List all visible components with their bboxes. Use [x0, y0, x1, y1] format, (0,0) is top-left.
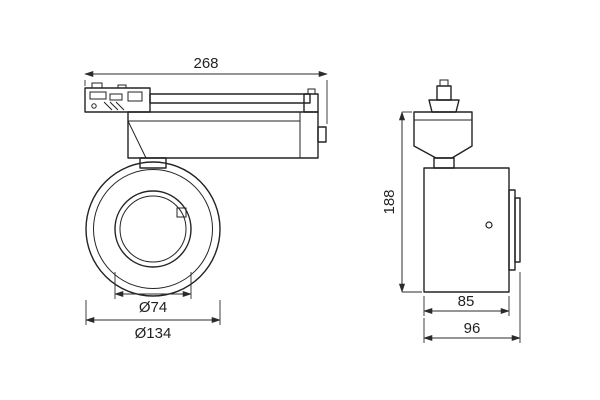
side-view: 268 Ø74 Ø134	[84, 55, 328, 342]
track-adapter-side	[84, 82, 151, 113]
dimension-overall-height: 188	[381, 111, 422, 293]
dim-label-overall-height: 188	[381, 189, 398, 214]
housing-side	[127, 111, 327, 159]
dimension-outer-diameter: Ø134	[85, 300, 221, 342]
track-plug-front	[428, 79, 460, 113]
housing-front	[423, 167, 521, 293]
rail-side	[149, 93, 311, 104]
dimension-body-width: 85	[423, 293, 510, 316]
lamp-head-front-face	[85, 161, 221, 297]
dim-label-overall-width: 96	[464, 320, 481, 337]
dim-label-outer-diameter: Ø134	[135, 325, 172, 342]
dimension-overall-length: 268	[84, 55, 328, 124]
side-knob	[317, 126, 327, 143]
dim-label-overall-length: 268	[193, 55, 218, 72]
bezel-ring-inner	[514, 197, 521, 263]
adapter-bracket-front	[413, 111, 473, 159]
bezel-tab-detail	[176, 207, 187, 218]
end-bracket-side	[303, 88, 319, 113]
dimension-overall-width: 96	[423, 272, 521, 343]
dim-label-body-width: 85	[458, 293, 475, 310]
front-view: 188 85 96	[381, 79, 521, 343]
bezel-ring-outer	[508, 189, 516, 271]
stem-front	[433, 157, 455, 169]
screw-detail	[485, 221, 493, 229]
dim-label-inner-diameter: Ø74	[139, 299, 167, 316]
dimension-inner-diameter: Ø74	[114, 272, 192, 316]
